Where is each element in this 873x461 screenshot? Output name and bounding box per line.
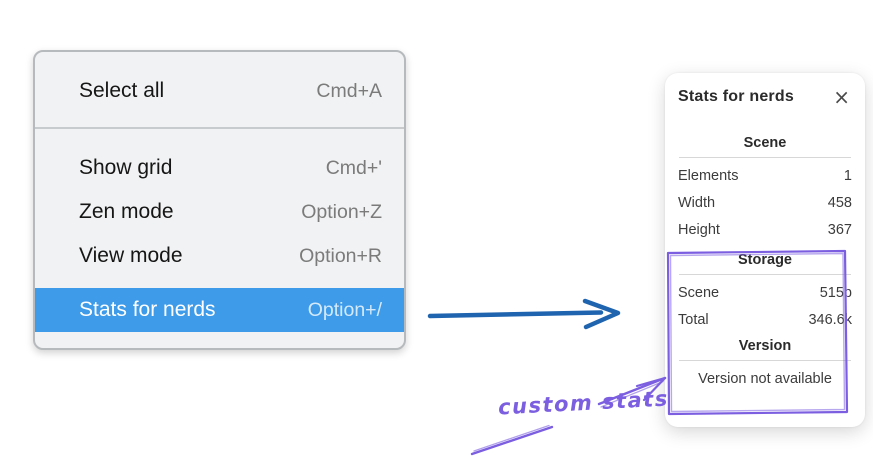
stat-value: 367: [827, 221, 852, 238]
stat-row-elements: Elements 1: [678, 162, 852, 189]
section-divider: [679, 274, 851, 275]
stats-for-nerds-panel: Stats for nerds × Scene Elements 1 Width…: [665, 73, 865, 427]
close-icon[interactable]: ×: [833, 85, 850, 109]
menu-section-top: Select all Cmd+A: [35, 52, 404, 127]
annotation-arrow-tail-sketch: [473, 424, 550, 452]
stat-value: 458: [827, 194, 852, 211]
stat-label: Height: [678, 221, 720, 238]
menu-item-select-all[interactable]: Select all Cmd+A: [35, 63, 404, 119]
stat-row-scene-size: Scene 515b: [678, 279, 852, 306]
panel-title: Stats for nerds: [678, 88, 794, 105]
menu-item-label: View mode: [79, 244, 183, 267]
annotation-arrow-shaft: [597, 376, 667, 406]
menu-item-shortcut: Option+/: [307, 298, 382, 321]
panel-header: Stats for nerds ×: [678, 86, 852, 108]
stat-value: 346.6k: [808, 311, 852, 328]
annotation-arrowhead-icon: [635, 376, 667, 388]
stat-label: Scene: [678, 284, 720, 301]
section-divider: [679, 157, 851, 158]
version-note: Version not available: [698, 370, 832, 387]
annotation-arrow-tail: [470, 425, 554, 456]
scene-section-heading: Scene: [743, 135, 787, 151]
menu-item-stats-for-nerds[interactable]: Stats for nerds Option+/: [35, 288, 404, 332]
menu-item-label: Zen mode: [79, 200, 174, 223]
menu-item-label: Select all: [79, 79, 165, 102]
stat-label: Elements: [678, 167, 739, 184]
stat-label: Total: [678, 311, 709, 328]
context-menu: Select all Cmd+A Show grid Cmd+' Zen mod…: [33, 50, 406, 350]
menu-item-shortcut: Option+Z: [301, 200, 382, 223]
pointer-arrowhead-icon: [582, 298, 621, 330]
menu-item-view-mode[interactable]: View mode Option+R: [35, 234, 404, 278]
stat-label: Width: [678, 194, 716, 211]
version-section-heading: Version: [738, 338, 792, 354]
menu-divider: [35, 127, 404, 129]
stat-row-total-size: Total 346.6k: [678, 306, 852, 333]
menu-item-label: Stats for nerds: [79, 298, 216, 321]
menu-item-show-grid[interactable]: Show grid Cmd+': [35, 146, 404, 190]
annotation-arrowhead-icon: [642, 376, 667, 402]
menu-item-shortcut: Option+R: [299, 244, 382, 267]
menu-item-shortcut: Cmd+': [325, 156, 382, 179]
storage-section-heading: Storage: [738, 252, 792, 268]
stat-row-width: Width 458: [678, 189, 852, 216]
menu-section-bottom: Show grid Cmd+' Zen mode Option+Z View m…: [35, 129, 404, 350]
pointer-arrow-shaft: [427, 310, 604, 319]
section-divider: [679, 360, 851, 361]
stat-value: 1: [843, 167, 852, 184]
annotation-label: custom stats: [497, 386, 670, 420]
stat-value: 515b: [819, 284, 852, 301]
annotation-arrow-shaft-sketch: [600, 380, 664, 408]
menu-item-zen-mode[interactable]: Zen mode Option+Z: [35, 190, 404, 234]
menu-item-shortcut: Cmd+A: [316, 79, 382, 102]
menu-item-label: Show grid: [79, 156, 173, 179]
stat-row-height: Height 367: [678, 216, 852, 243]
